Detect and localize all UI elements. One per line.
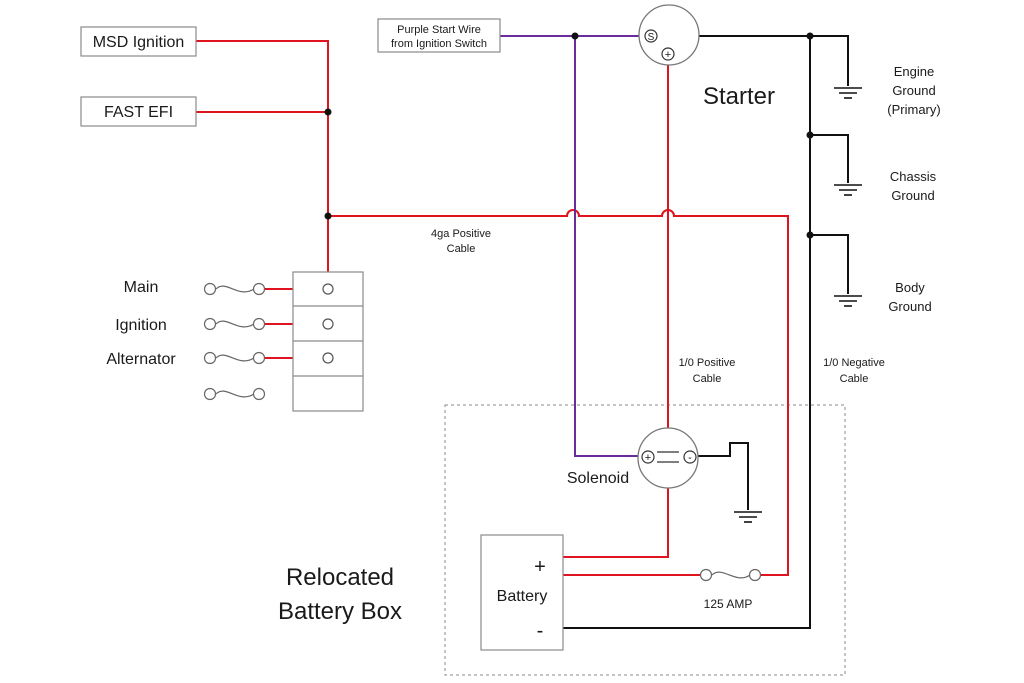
battery-plus-sign: + [534, 556, 546, 578]
relocated-label-line1: Relocated [286, 564, 394, 591]
purple-wire-label-line2: from Ignition Switch [391, 38, 487, 50]
amp-fuse-label: 125 AMP [704, 597, 753, 611]
body-ground-wire [810, 234, 849, 294]
4ga-positive-cable [328, 209, 789, 576]
msd-wire [196, 40, 329, 112]
ground-symbol-chassis [834, 184, 862, 196]
engine-ground-label-line2: Ground [892, 83, 935, 98]
relocated-label-line2: Battery Box [278, 598, 402, 625]
solenoid-to-battery-wire [563, 488, 669, 558]
starter-plus-label: + [665, 49, 671, 61]
body-ground-label-line1: Body [895, 280, 925, 295]
starter-label: Starter [703, 83, 775, 110]
cable-10-positive-label-line2: Cable [693, 373, 722, 385]
fuse-symbol-alternator [203, 351, 266, 365]
starter-s-terminal [644, 29, 658, 43]
purple-start-wire [500, 35, 642, 457]
fuse-label-ignition: Ignition [115, 317, 167, 334]
msd-ignition-box: MSD Ignition [80, 26, 197, 57]
solenoid-ground-wire [698, 442, 749, 510]
solenoid-minus-label: - [688, 452, 692, 464]
starter-s-label: S [648, 32, 655, 43]
cable-10-negative-label-line2: Cable [840, 373, 869, 385]
msd-ignition-label: MSD Ignition [93, 34, 185, 51]
chassis-ground-wire [810, 134, 849, 183]
fuse-symbol-spare [203, 387, 266, 401]
relocated-battery-box-outline [444, 404, 846, 676]
starter-symbol: S + [638, 4, 700, 66]
cable-4ga-label-line2: Cable [447, 243, 476, 255]
positive-wires [196, 40, 789, 576]
engine-ground-label-line3: (Primary) [887, 102, 940, 117]
cable-10-positive-label-line1: 1/0 Positive [679, 357, 736, 369]
cable-10-negative-label-line1: 1/0 Negative [823, 357, 885, 369]
chassis-ground-label-line1: Chassis [890, 169, 937, 184]
fuse-symbol-125amp [699, 568, 762, 582]
battery-minus-sign: - [537, 620, 544, 642]
battery-box: + Battery - [480, 534, 564, 651]
negative-wires [563, 35, 849, 629]
1-0-negative-cable [563, 36, 811, 629]
solenoid-plus-terminal [641, 450, 655, 464]
chassis-ground-label-line2: Ground [891, 188, 934, 203]
ground-symbol-engine [834, 87, 862, 99]
fuse-label-main: Main [124, 279, 159, 296]
fuse-block [292, 271, 364, 412]
purple-wire-label-line1: Purple Start Wire [397, 24, 481, 36]
fast-efi-box: FAST EFI [80, 96, 197, 127]
solenoid-label: Solenoid [567, 470, 629, 487]
engine-ground-wire [698, 35, 849, 86]
junction-dots [324, 32, 814, 239]
solenoid-minus-terminal [683, 450, 697, 464]
engine-ground-label-line1: Engine [894, 64, 934, 79]
solenoid-symbol: + - [637, 427, 699, 489]
cable-4ga-label-line1: 4ga Positive [431, 228, 491, 240]
ground-symbol-body [834, 295, 862, 307]
fuse-symbol-main [203, 282, 266, 296]
solenoid-plus-label: + [645, 452, 651, 464]
fast-efi-label: FAST EFI [104, 104, 173, 121]
fuse-symbol-ignition [203, 317, 266, 331]
body-ground-label-line2: Ground [888, 299, 931, 314]
fuse-label-alternator: Alternator [106, 351, 176, 368]
purple-start-wire-box: Purple Start Wire from Ignition Switch [377, 18, 501, 53]
starter-plus-terminal [661, 47, 675, 61]
ground-symbol-solenoid [734, 511, 762, 523]
battery-label: Battery [497, 588, 548, 605]
